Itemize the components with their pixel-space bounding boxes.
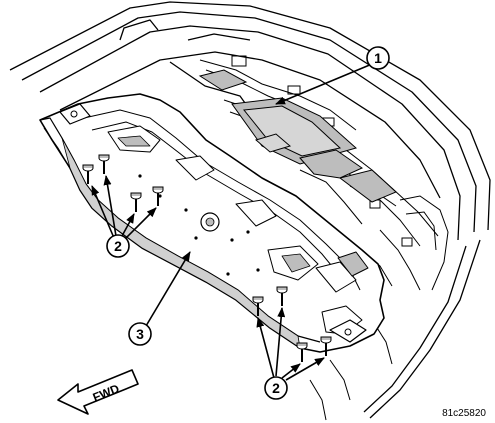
leader-2-right-d	[285, 357, 325, 381]
callout-2-right: 2	[264, 376, 288, 400]
screws-left	[82, 154, 164, 212]
screw	[252, 296, 264, 316]
screw	[320, 336, 332, 356]
leader-3	[145, 251, 191, 327]
screw	[98, 154, 110, 174]
leader-2-left-b	[103, 175, 117, 237]
leader-lines	[91, 63, 373, 381]
screw	[152, 186, 164, 206]
screws-right	[252, 286, 332, 362]
screw	[130, 192, 142, 212]
callout-3-number: 3	[136, 326, 144, 342]
roof-frame	[9, 1, 491, 419]
roof-module	[198, 69, 397, 203]
leader-2-right-a	[256, 317, 275, 379]
fwd-arrow: FWD	[57, 369, 139, 415]
callout-2-right-number: 2	[272, 380, 280, 396]
figure-reference: 81c25820	[442, 408, 486, 419]
overhead-bracket	[39, 93, 385, 353]
callout-2-left: 2	[106, 234, 130, 258]
screw	[82, 164, 94, 184]
screw	[296, 342, 308, 362]
fwd-arrow-icon	[57, 369, 139, 415]
callout-3: 3	[128, 322, 152, 346]
leader-1	[275, 63, 373, 105]
leader-2-left-d	[125, 207, 157, 239]
leader-2-right-c	[281, 363, 301, 379]
screw	[276, 286, 288, 306]
leader-2-right-b	[275, 307, 286, 377]
callout-2-left-number: 2	[114, 238, 122, 254]
leader-2-left-a	[91, 185, 115, 239]
callout-1-number: 1	[374, 50, 382, 66]
leader-2-left-c	[121, 213, 135, 237]
callout-1: 1	[366, 46, 390, 70]
